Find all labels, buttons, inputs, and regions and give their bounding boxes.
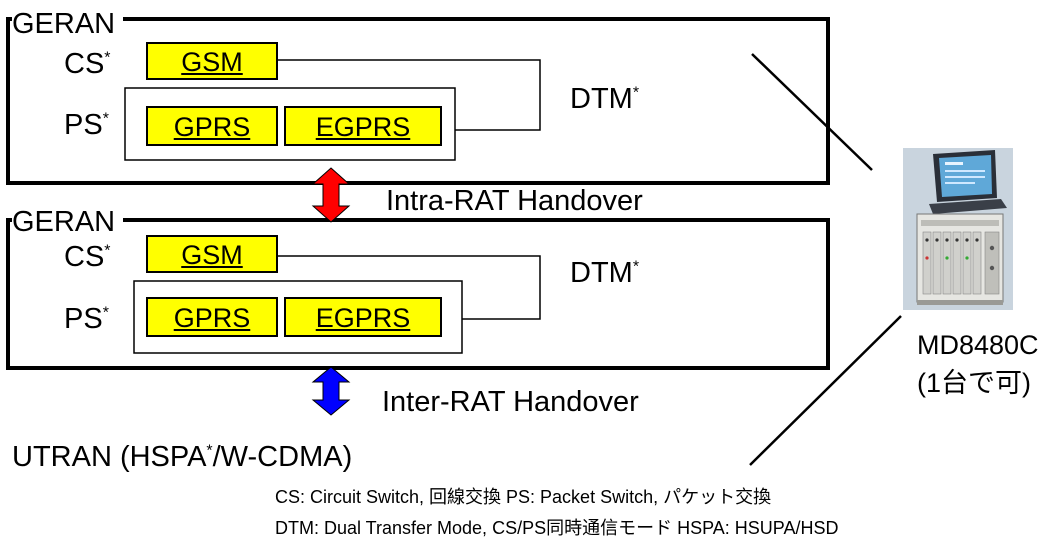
intra-rat-label: Intra-RAT Handover [382,187,647,216]
ps-label-bottom: PS* [64,303,109,335]
dtm-label-top: DTM* [570,83,640,115]
utran-label: UTRAN (HSPA*/W-CDMA) [12,441,353,473]
cs-label-top: CS* [64,48,111,80]
geran-top-frame [6,17,830,185]
geran-bottom-label: GERAN [12,208,124,237]
device-name: MD8480C [917,330,1039,360]
dtm-connector-top [278,59,541,131]
ps-box-bottom [133,280,463,354]
device-line-upper [751,53,873,171]
egprs-module-top: EGPRS [284,106,442,146]
egprs-module-bottom: EGPRS [284,297,442,337]
ps-box-top [124,87,456,161]
device-note: (1台で可) [917,368,1031,398]
inter-rat-label: Inter-RAT Handover [382,386,639,418]
dtm-connector-bottom [278,255,541,320]
inter-rat-arrow [311,366,351,416]
ps-label-top: PS* [64,109,109,141]
gprs-module-bottom: GPRS [146,297,278,337]
gsm-module-top: GSM [146,42,278,80]
footnote-line-2: DTM: Dual Transfer Mode, CS/PS同時通信モード HS… [275,518,839,538]
md8480c-device-image [903,148,1013,310]
cs-label-bottom: CS* [64,241,111,273]
geran-bottom-frame [6,218,830,370]
geran-top-label: GERAN [12,10,124,39]
intra-rat-arrow [311,167,351,223]
gsm-module-bottom: GSM [146,235,278,273]
footnote-line-1: CS: Circuit Switch, 回線交換 PS: Packet Swit… [275,487,772,507]
dtm-label-bottom: DTM* [570,257,640,289]
device-line-lower [749,315,902,466]
gprs-module-top: GPRS [146,106,278,146]
